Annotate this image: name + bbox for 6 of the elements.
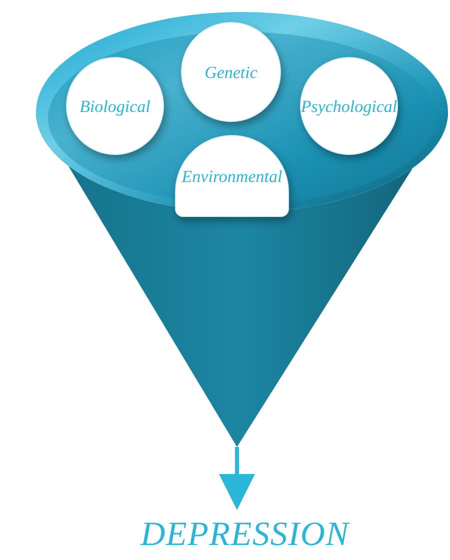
node-label: Environmental: [182, 168, 282, 184]
node-label: DEPRESSION: [140, 518, 350, 552]
node-label: Genetic: [204, 64, 258, 80]
arrow: [219, 447, 255, 510]
node-label: Psychological: [300, 98, 398, 114]
node-label: Biological: [80, 98, 150, 114]
